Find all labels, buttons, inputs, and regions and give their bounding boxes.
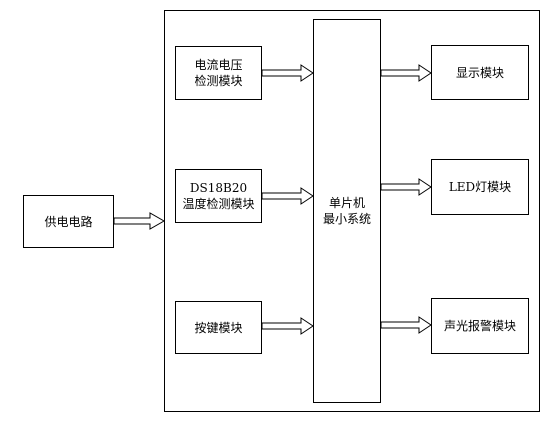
mcu-label-line2: 最小系统 (322, 212, 371, 226)
alarm-label: 声光报警模块 (443, 319, 516, 333)
display-block: 显示模块 (431, 45, 529, 100)
arrow-mcu-to-alarm (380, 316, 432, 334)
arrow-ds18b20-to-mcu (261, 187, 314, 205)
power-supply-block: 供电电路 (23, 195, 114, 248)
led-block: LED灯模块 (431, 159, 529, 215)
current-voltage-label-line1: 电流电压 (194, 58, 243, 72)
led-label: LED灯模块 (448, 180, 512, 194)
system-boundary (164, 10, 540, 412)
keys-label: 按键模块 (194, 320, 243, 335)
ds18b20-label-line2: 温度检测模块 (182, 197, 255, 211)
alarm-block: 声光报警模块 (431, 298, 529, 354)
arrow-mcu-to-led (380, 178, 432, 196)
arrow-mcu-to-display (380, 64, 432, 82)
arrow-cv-to-mcu (261, 64, 314, 82)
ds18b20-label-line1: DS18B20 (189, 181, 248, 195)
display-label: 显示模块 (455, 65, 504, 80)
mcu-label-line1: 单片机 (328, 196, 365, 210)
current-voltage-block: 电流电压 检测模块 (175, 46, 262, 100)
current-voltage-label-line2: 检测模块 (194, 74, 243, 88)
ds18b20-block: DS18B20 温度检测模块 (175, 169, 262, 223)
keys-block: 按键模块 (175, 301, 262, 354)
mcu-block: 单片机 最小系统 (313, 19, 381, 403)
arrow-keys-to-mcu (261, 317, 314, 335)
arrow-power-to-system (113, 212, 166, 230)
power-supply-label: 供电电路 (44, 214, 93, 229)
